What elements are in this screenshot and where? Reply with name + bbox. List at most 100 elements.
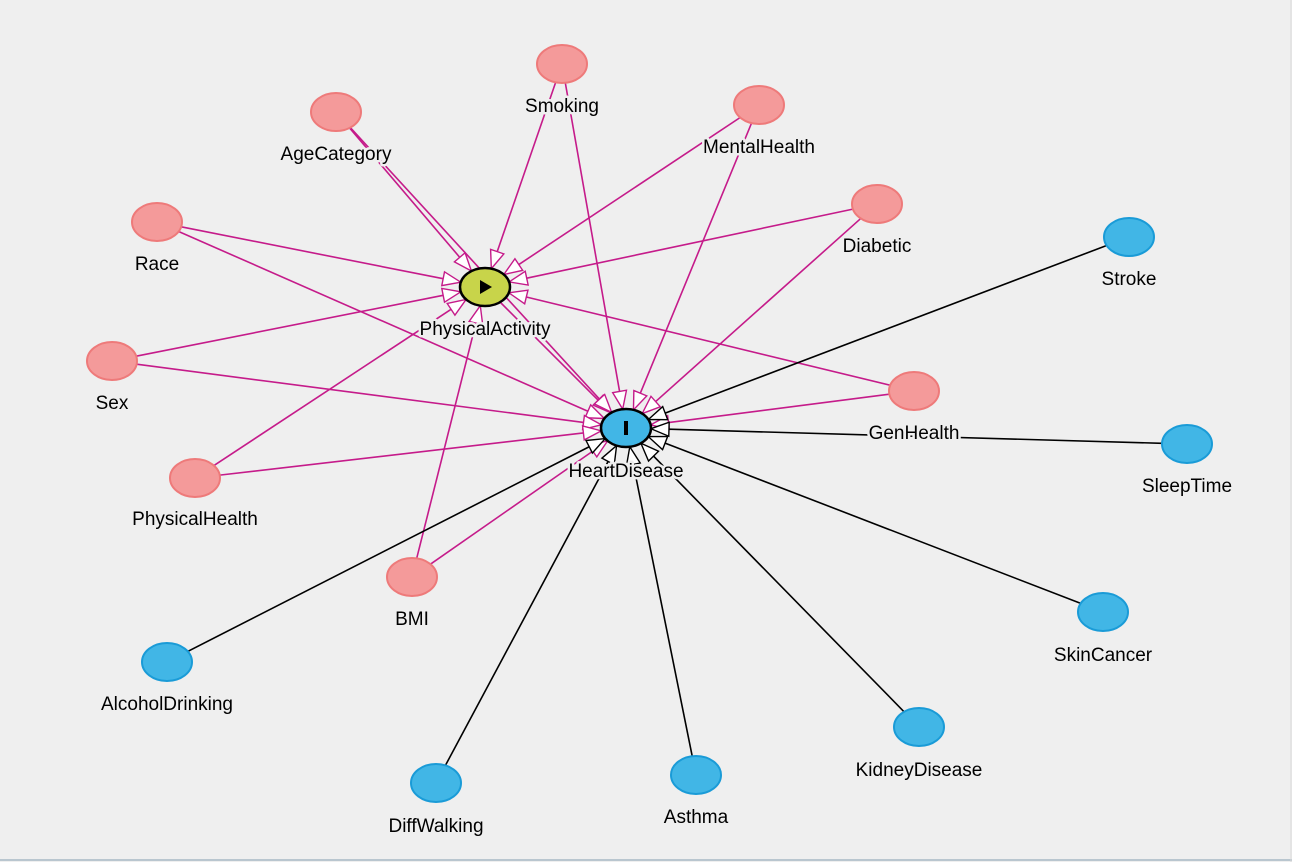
node-Sex[interactable]: Sex	[86, 341, 138, 417]
node-ellipse[interactable]	[141, 642, 193, 682]
node-Smoking[interactable]: Smoking	[523, 44, 601, 120]
edge-MentalHealth-to-PhysicalActivity[interactable]	[502, 116, 741, 276]
edge-line	[668, 393, 890, 424]
node-ellipse[interactable]	[410, 763, 462, 803]
node-AgeCategory[interactable]: AgeCategory	[278, 92, 394, 168]
edge-DiffWalking-to-HeartDisease[interactable]	[444, 443, 618, 766]
node-PhysicalActivity[interactable]: PhysicalActivity	[417, 266, 553, 343]
edge-Stroke-to-HeartDisease[interactable]	[646, 244, 1107, 421]
node-SleepTime[interactable]: SleepTime	[1139, 424, 1235, 500]
edge-AgeCategory-to-HeartDisease[interactable]	[349, 127, 614, 414]
node-ellipse[interactable]	[670, 755, 722, 795]
edge-PhysicalHealth-to-PhysicalActivity[interactable]	[213, 298, 468, 467]
node-AlcoholDrinking[interactable]: AlcoholDrinking	[98, 642, 236, 718]
edge-Smoking-to-PhysicalActivity[interactable]	[489, 82, 557, 271]
node-ellipse[interactable]	[131, 202, 183, 242]
edge-line	[655, 217, 862, 403]
arrowhead	[600, 443, 618, 466]
node-ellipse[interactable]	[888, 371, 940, 411]
node-label: PhysicalActivity	[420, 319, 551, 340]
node-KidneyDisease[interactable]: KidneyDisease	[853, 707, 985, 784]
node-label: Diabetic	[843, 236, 912, 257]
node-ellipse[interactable]	[893, 707, 945, 747]
arrowhead	[640, 395, 662, 415]
node-ellipse[interactable]	[536, 44, 588, 84]
node-ellipse[interactable]	[169, 458, 221, 498]
edge-line	[664, 244, 1107, 414]
edge-SkinCancer-to-HeartDisease[interactable]	[646, 435, 1081, 605]
edge-Diabetic-to-PhysicalActivity[interactable]	[507, 208, 854, 286]
edge-line	[348, 127, 461, 258]
node-ellipse[interactable]	[733, 85, 785, 125]
edge-AgeCategory-to-PhysicalActivity[interactable]	[348, 127, 473, 273]
node-BMI[interactable]: BMI	[386, 557, 438, 633]
node-label: AlcoholDrinking	[101, 694, 233, 715]
edge-line	[496, 82, 557, 252]
node-ellipse[interactable]	[1161, 424, 1213, 464]
node-Stroke[interactable]: Stroke	[1099, 217, 1159, 293]
edge-line	[415, 322, 477, 559]
edge-Diabetic-to-HeartDisease[interactable]	[640, 217, 862, 415]
node-Asthma[interactable]: Asthma	[661, 755, 731, 831]
edge-Asthma-to-HeartDisease[interactable]	[625, 444, 693, 757]
node-label: SkinCancer	[1054, 645, 1153, 666]
node-ellipse[interactable]	[1103, 217, 1155, 257]
edge-Sex-to-PhysicalActivity[interactable]	[136, 287, 463, 357]
arrowhead	[639, 441, 660, 463]
edge-line	[136, 363, 584, 424]
edge-line	[564, 82, 621, 392]
edges-layer	[136, 82, 1163, 766]
edge-BMI-to-PhysicalActivity[interactable]	[415, 303, 484, 559]
node-MentalHealth[interactable]: MentalHealth	[701, 85, 817, 161]
node-ellipse[interactable]	[851, 184, 903, 224]
node-ellipse[interactable]	[86, 341, 138, 381]
edge-Race-to-PhysicalActivity[interactable]	[181, 226, 463, 287]
node-label: DiffWalking	[388, 816, 483, 837]
node-PhysicalHealth[interactable]: PhysicalHealth	[130, 458, 260, 533]
edge-line	[518, 116, 741, 266]
arrowhead	[593, 393, 614, 414]
play-icon	[480, 280, 492, 294]
edge-line	[526, 208, 854, 279]
edge-line	[187, 446, 590, 653]
edge-AlcoholDrinking-to-HeartDisease[interactable]	[187, 437, 607, 653]
node-Diabetic[interactable]: Diabetic	[840, 184, 914, 260]
edge-Race-to-HeartDisease[interactable]	[178, 230, 607, 420]
arrowhead	[584, 437, 607, 455]
node-label: Sex	[96, 393, 129, 414]
edge-BMI-to-HeartDisease[interactable]	[429, 439, 610, 565]
arrowhead	[581, 414, 604, 431]
edge-KidneyDisease-to-HeartDisease[interactable]	[639, 441, 905, 713]
node-label: PhysicalHealth	[132, 509, 258, 530]
edge-line	[664, 442, 1081, 605]
node-label: Asthma	[664, 807, 729, 828]
arrowhead	[440, 270, 463, 287]
arrowhead	[625, 444, 642, 467]
edge-line	[499, 301, 599, 401]
edge-PhysicalHealth-to-HeartDisease[interactable]	[219, 425, 604, 476]
node-label: SleepTime	[1142, 476, 1232, 497]
arrowhead	[507, 270, 530, 286]
node-SkinCancer[interactable]: SkinCancer	[1051, 592, 1155, 669]
node-ellipse[interactable]	[310, 92, 362, 132]
arrowhead	[446, 298, 468, 317]
edge-Smoking-to-HeartDisease[interactable]	[564, 82, 628, 412]
edge-GenHealth-to-HeartDisease[interactable]	[648, 393, 890, 431]
node-ellipse[interactable]	[1077, 592, 1129, 632]
node-label: KidneyDisease	[856, 760, 983, 781]
edge-SleepTime-to-HeartDisease[interactable]	[649, 421, 1163, 445]
arrowhead	[506, 289, 529, 305]
node-Race[interactable]: Race	[131, 202, 183, 278]
edge-line	[429, 450, 594, 565]
edge-GenHealth-to-PhysicalActivity[interactable]	[506, 289, 891, 387]
edge-line	[526, 296, 891, 387]
edge-Sex-to-HeartDisease[interactable]	[136, 363, 604, 431]
node-GenHealth[interactable]: GenHealth	[866, 371, 962, 447]
node-DiffWalking[interactable]: DiffWalking	[386, 763, 486, 840]
arrowhead	[611, 389, 628, 412]
node-ellipse[interactable]	[386, 557, 438, 597]
edge-MentalHealth-to-HeartDisease[interactable]	[632, 122, 753, 412]
node-HeartDisease[interactable]: HeartDisease	[566, 407, 686, 485]
arrowhead	[646, 435, 669, 451]
